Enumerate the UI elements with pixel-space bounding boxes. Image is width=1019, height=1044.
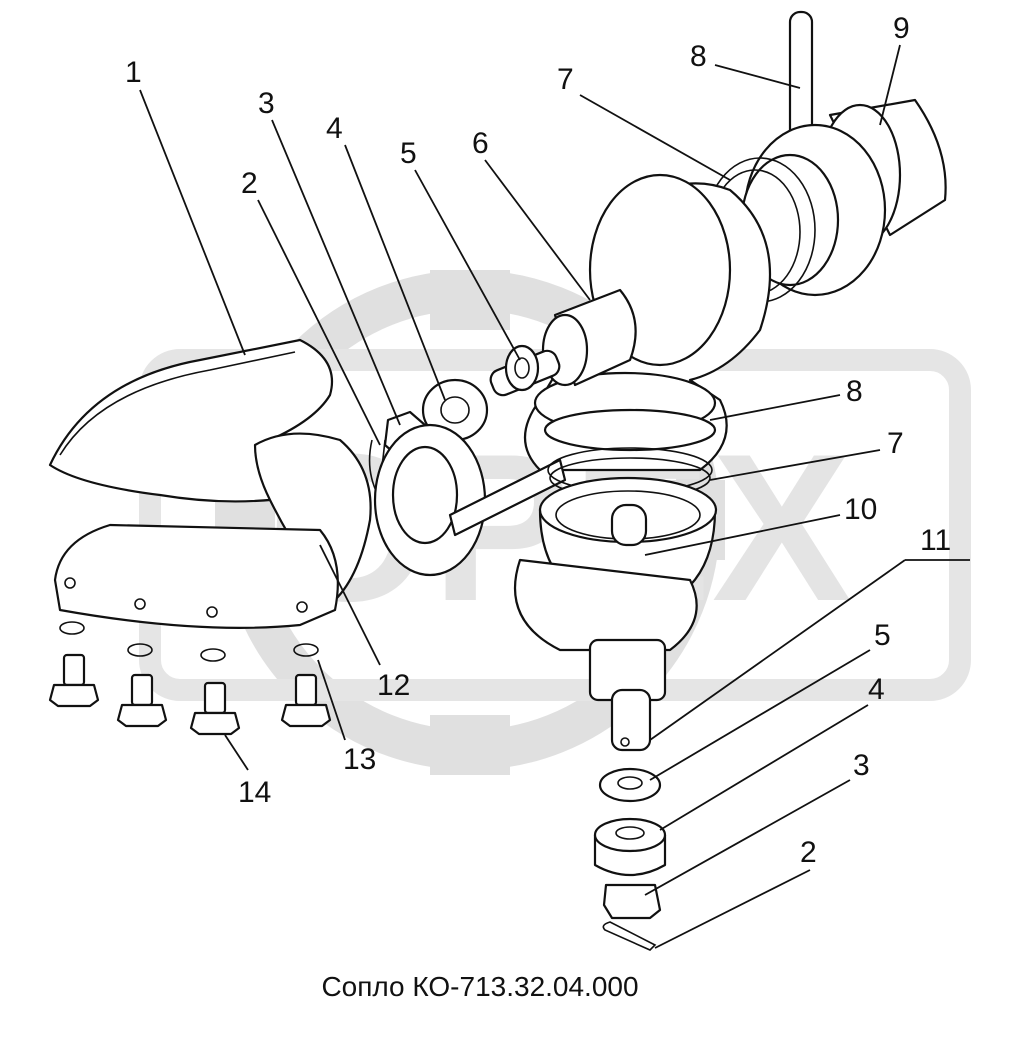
leader-lines bbox=[139, 44, 970, 949]
part-3-castle-nut-lower bbox=[602, 883, 662, 920]
callout-4-lower: 4 bbox=[868, 673, 885, 706]
part-2-cotter-pin-lower bbox=[602, 921, 657, 951]
callout-5-lower: 5 bbox=[874, 619, 891, 652]
bolt bbox=[280, 673, 332, 728]
callout-12: 12 bbox=[377, 669, 410, 702]
callout-2-upper: 2 bbox=[241, 167, 258, 200]
part-4-bushing-lower bbox=[593, 817, 667, 876]
bolt bbox=[116, 673, 168, 728]
callout-2-lower: 2 bbox=[800, 836, 817, 869]
callout-14: 14 bbox=[238, 776, 271, 809]
callout-7-lower: 7 bbox=[887, 427, 904, 460]
callout-8-lower: 8 bbox=[846, 375, 863, 408]
callout-labels: 1 2 3 4 5 6 7 8 9 8 7 10 11 5 4 3 2 12 1… bbox=[125, 12, 951, 869]
base-plate bbox=[53, 523, 339, 629]
part-5-washer-upper bbox=[504, 344, 540, 392]
bolt bbox=[48, 653, 100, 708]
callout-9: 9 bbox=[893, 12, 910, 45]
part-12-cone-shell bbox=[253, 432, 372, 602]
part-13-o-rings bbox=[59, 621, 319, 662]
part-8-pin-top bbox=[788, 10, 814, 144]
part-14-bolts bbox=[48, 653, 332, 736]
callout-13: 13 bbox=[343, 743, 376, 776]
part-5-washer-lower bbox=[598, 767, 662, 803]
callout-4-upper: 4 bbox=[326, 112, 343, 145]
clamp-ring bbox=[373, 423, 567, 577]
callout-6: 6 bbox=[472, 127, 489, 160]
nozzle-body bbox=[523, 173, 772, 472]
callout-11: 11 bbox=[920, 524, 951, 557]
callout-10: 10 bbox=[844, 493, 877, 526]
callout-8-upper: 8 bbox=[690, 40, 707, 73]
part-11-shaft-end bbox=[610, 688, 652, 752]
part-8-gasket-lower bbox=[543, 408, 717, 452]
callout-3-upper: 3 bbox=[258, 87, 275, 120]
drawing-caption: Сопло КО-713.32.04.000 bbox=[321, 971, 638, 1002]
callout-5-upper: 5 bbox=[400, 137, 417, 170]
bolt bbox=[189, 681, 241, 736]
callout-7-upper: 7 bbox=[557, 63, 574, 96]
callout-1: 1 bbox=[125, 56, 142, 89]
callout-3-lower: 3 bbox=[853, 749, 870, 782]
